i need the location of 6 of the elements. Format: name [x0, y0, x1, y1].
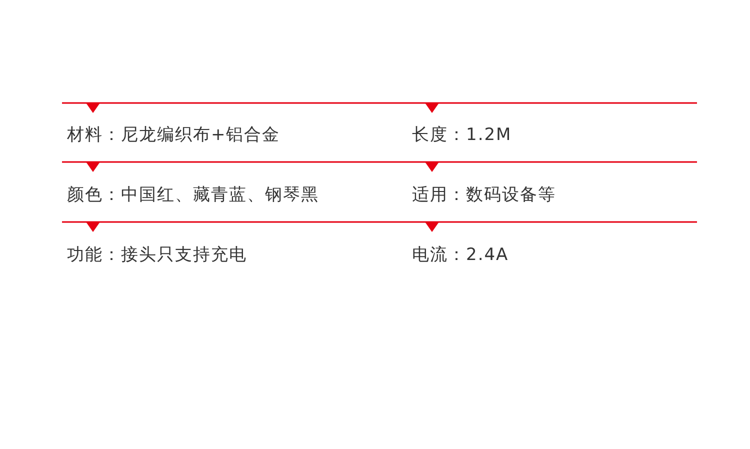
spec-text: 材料：尼龙编织布+铝合金 — [67, 125, 280, 145]
spec-text: 颜色：中国红、藏青蓝、钢琴黑 — [67, 185, 319, 205]
spec-text: 功能：接头只支持充电 — [67, 245, 247, 265]
spec-text: 适用：数码设备等 — [412, 185, 556, 205]
spec-text: 长度：1.2M — [412, 125, 512, 145]
spec-text: 电流：2.4A — [412, 245, 509, 265]
